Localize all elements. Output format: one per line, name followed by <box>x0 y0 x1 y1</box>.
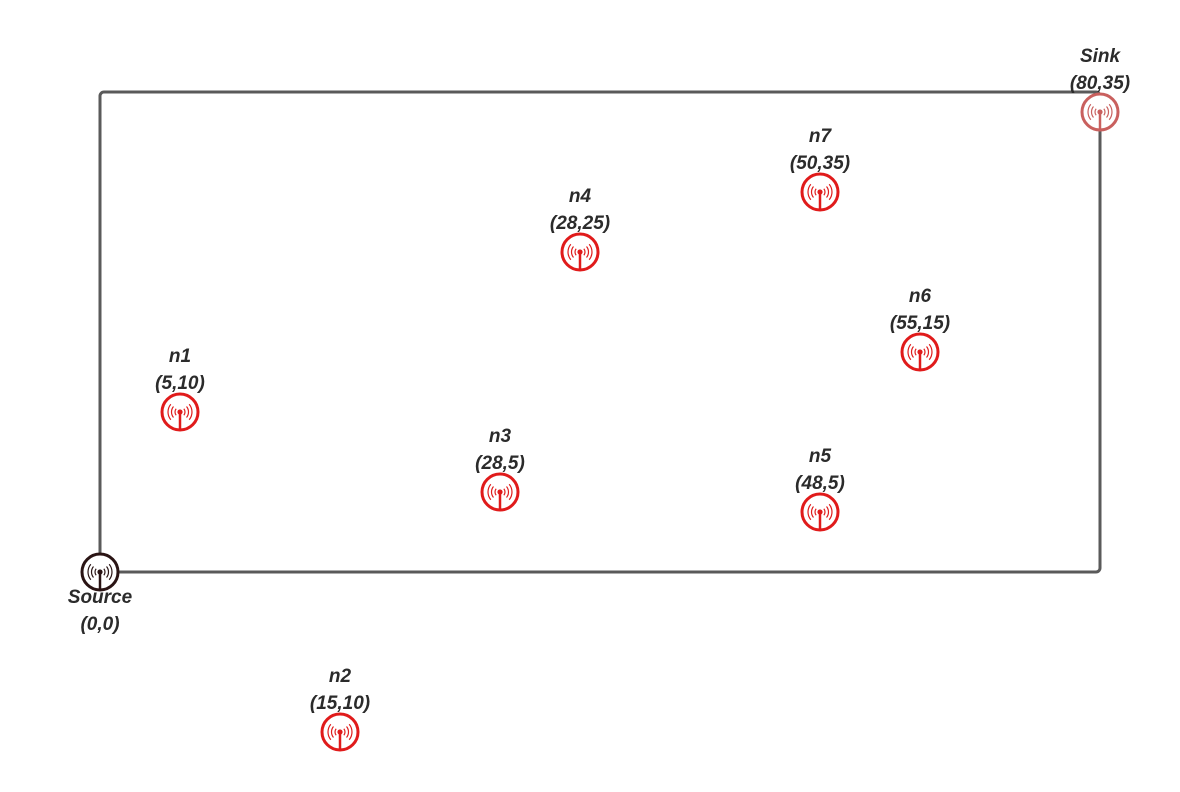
node-coordinate-label: (55,15) <box>890 313 950 334</box>
node-name-label: n7 <box>809 126 833 147</box>
node-name-label: n4 <box>569 186 592 207</box>
node-coordinate-label: (50,35) <box>790 153 850 174</box>
node-coordinate-label: (80,35) <box>1070 73 1130 94</box>
node-coordinate-label: (0,0) <box>80 614 119 635</box>
deployment-field-border <box>98 90 1102 574</box>
node-coordinate-label: (15,10) <box>310 693 370 714</box>
node-n6: n6 (55,15) <box>890 286 950 372</box>
antenna-icon <box>320 712 360 752</box>
node-coordinate-label: (28,25) <box>550 213 610 234</box>
node-coordinate-label: (5,10) <box>155 373 205 394</box>
node-name-label: Sink <box>1080 46 1122 67</box>
node-name-label: n3 <box>489 426 512 447</box>
node-sink: Sink (80,35) <box>1070 46 1130 132</box>
antenna-icon <box>560 232 600 272</box>
node-n4: n4 (28,25) <box>550 186 610 272</box>
node-name-label: Source <box>68 587 133 608</box>
node-name-label: n6 <box>909 286 932 307</box>
node-n5: n5 (48,5) <box>795 446 845 532</box>
node-n2: n2 (15,10) <box>310 666 370 752</box>
node-name-label: n5 <box>809 446 832 467</box>
node-coordinate-label: (28,5) <box>475 453 525 474</box>
nodes-layer: Source (0,0) n1 (5,10) n2 (15,10) n3 (28,5) n4 (2… <box>68 46 1130 752</box>
antenna-icon <box>160 392 200 432</box>
antenna-icon <box>900 332 940 372</box>
node-source: Source (0,0) <box>68 552 133 635</box>
antenna-icon <box>80 552 120 592</box>
node-coordinate-label: (48,5) <box>795 473 845 494</box>
antenna-icon <box>800 492 840 532</box>
node-n7: n7 (50,35) <box>790 126 850 212</box>
node-n3: n3 (28,5) <box>475 426 525 512</box>
node-name-label: n2 <box>329 666 352 687</box>
antenna-icon <box>1080 92 1120 132</box>
node-n1: n1 (5,10) <box>155 346 205 432</box>
antenna-icon <box>800 172 840 212</box>
antenna-icon <box>480 472 520 512</box>
node-name-label: n1 <box>169 346 191 367</box>
